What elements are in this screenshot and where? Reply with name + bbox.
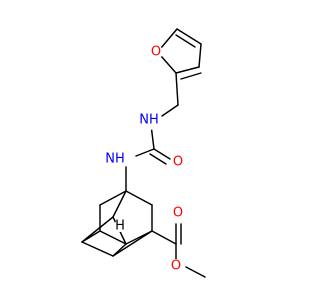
bond-furan-c3-c4: [198, 43, 202, 68]
bond-ad-9: [81, 230, 101, 243]
mask-furan-oxygen: [149, 45, 163, 59]
mask-amine-nh-lower: [105, 149, 125, 169]
bond-ad-11: [112, 230, 153, 257]
mask-ester-carbonyl-oxygen: [171, 206, 185, 220]
bond-ad-8: [81, 216, 114, 243]
furan-oxygen-label: O: [151, 45, 161, 60]
bond-ad-2: [125, 190, 153, 206]
bridgehead-h-label: H: [115, 219, 125, 234]
bond-urea-c-o-b: [149, 153, 167, 165]
ester-oxygen-label: O: [171, 259, 181, 274]
molecule-canvas: O NH O NH H O O: [81, 28, 206, 278]
amine-nh-lower-label: NH: [105, 152, 125, 167]
bond-ester-o-methyl: [185, 266, 206, 278]
bond-furan-o-c2: [160, 55, 177, 74]
ester-carbonyl-oxygen-label: O: [173, 206, 183, 221]
bond-ch2-nh-upper: [161, 104, 179, 117]
bond-ad-10: [81, 241, 114, 257]
bond-urea-c-nh-lower: [135, 148, 155, 157]
bond-adamantane-ester-c: [151, 230, 177, 245]
mask-urea-oxygen: [171, 155, 185, 169]
bond-ad-5: [99, 230, 127, 245]
bond-furan-c4-c5: [176, 28, 202, 45]
mask-amine-nh-upper: [139, 110, 159, 130]
bond-c2-ch2: [175, 72, 179, 106]
urea-oxygen-label: O: [173, 155, 183, 170]
bond-ad-1: [99, 190, 127, 206]
molecule-structure: O NH O NH H O O: [81, 28, 206, 278]
bond-furan-double-c4-c5: [175, 34, 196, 48]
bond-ad-12: [112, 243, 127, 257]
bond-furan-c5-o: [160, 28, 178, 49]
bond-furan-c2-c3: [175, 66, 200, 74]
bond-ad-7: [112, 190, 127, 218]
bond-furan-double-c2-c3: [180, 72, 202, 80]
mask-ester-oxygen: [169, 259, 183, 273]
mask-bridgehead-h: [114, 220, 126, 232]
bond-urea-c-o-a: [153, 148, 171, 160]
amine-nh-upper-label: NH: [139, 113, 159, 128]
